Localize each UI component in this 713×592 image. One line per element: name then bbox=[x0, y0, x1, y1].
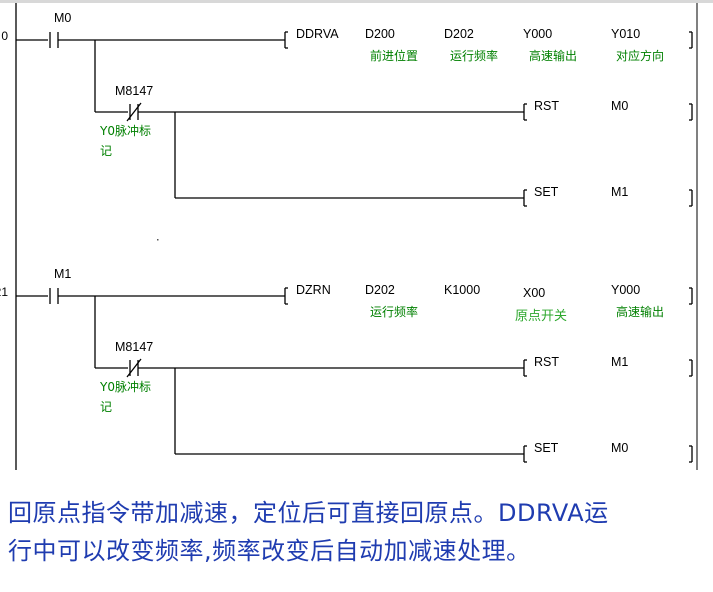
out2-instruction: SET bbox=[534, 441, 559, 455]
branch-contact-label: M8147 bbox=[115, 340, 153, 354]
out2-operand: M0 bbox=[611, 441, 628, 455]
step-number: 21 bbox=[0, 285, 8, 299]
main-operand: D202 bbox=[444, 27, 474, 41]
contact-M8147-slash bbox=[126, 102, 142, 122]
out1-instruction: RST bbox=[534, 355, 559, 369]
out1-instruction: RST bbox=[534, 99, 559, 113]
operand-comment: 前进位置 bbox=[370, 48, 418, 63]
out1-operand: M0 bbox=[611, 99, 628, 113]
step-number: 0 bbox=[1, 29, 8, 43]
contact-label-M0: M0 bbox=[54, 11, 71, 25]
main-operand: Y000 bbox=[523, 27, 552, 41]
branch-comment-line1: Y0脉冲标 bbox=[99, 379, 151, 394]
main-operand: D202 bbox=[365, 283, 395, 297]
out2-operand: M1 bbox=[611, 185, 628, 199]
top-border bbox=[0, 0, 713, 3]
main-instruction-name: DZRN bbox=[296, 283, 331, 297]
caption: 回原点指令带加减速，定位后可直接回原点。DDRVA运 行中可以改变频率,频率改变… bbox=[8, 494, 710, 570]
contact-label-M1: M1 bbox=[54, 267, 71, 281]
caption-line-1: 回原点指令带加减速，定位后可直接回原点。DDRVA运 bbox=[8, 499, 609, 527]
operand-comment: 运行频率 bbox=[370, 304, 418, 319]
branch-comment-line2: 记 bbox=[100, 144, 112, 158]
main-instruction-name: DDRVA bbox=[296, 27, 339, 41]
caption-line-2: 行中可以改变频率,频率改变后自动加减速处理。 bbox=[8, 537, 531, 565]
operand-comment: 对应方向 bbox=[616, 48, 664, 63]
branch-comment-line1: Y0脉冲标 bbox=[99, 123, 151, 138]
stray-dot bbox=[157, 239, 159, 241]
main-operand: X00 bbox=[523, 286, 545, 300]
rung-1[interactable]: 21M1DZRND202运行频率K1000X00原点开关Y000高速输出M814… bbox=[0, 267, 693, 463]
branch-contact-label: M8147 bbox=[115, 84, 153, 98]
operand-comment: 高速输出 bbox=[529, 48, 577, 63]
main-operand: K1000 bbox=[444, 283, 480, 297]
main-operand: Y010 bbox=[611, 27, 640, 41]
contact-M8147-slash bbox=[126, 358, 142, 378]
branch-comment-line2: 记 bbox=[100, 400, 112, 414]
main-operand: D200 bbox=[365, 27, 395, 41]
operand-comment: 原点开关 bbox=[515, 309, 567, 324]
out2-instruction: SET bbox=[534, 185, 559, 199]
operand-comment: 运行频率 bbox=[450, 48, 498, 63]
operand-comment: 高速输出 bbox=[616, 304, 664, 319]
out1-operand: M1 bbox=[611, 355, 628, 369]
main-operand: Y000 bbox=[611, 283, 640, 297]
